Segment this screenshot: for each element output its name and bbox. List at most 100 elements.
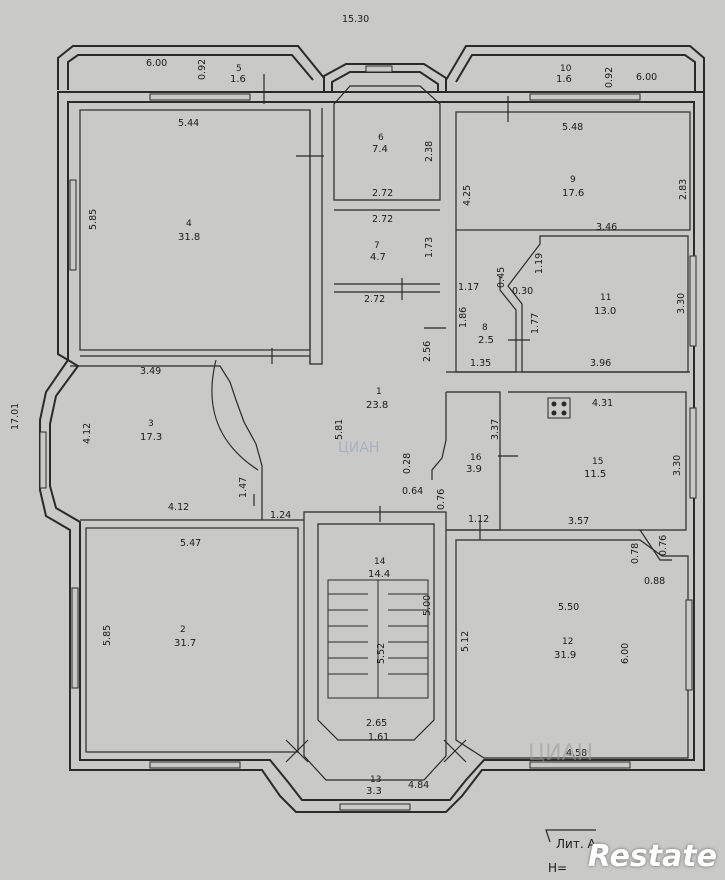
room-number: 13 [370, 775, 381, 785]
watermark-bottom: ЦИАН [528, 741, 593, 766]
restate-logo: Restate [587, 839, 717, 874]
dimension: 4.12 [82, 423, 93, 444]
room-number: 2 [180, 625, 186, 635]
dimension: 5.50 [558, 602, 579, 613]
dimension: 0.92 [604, 67, 615, 88]
watermark-center: ЦИАН [338, 440, 379, 456]
dimension: 2.38 [424, 141, 435, 162]
room-number: 6 [378, 133, 384, 143]
room-number: 11 [600, 293, 611, 303]
room-area: 3.3 [366, 786, 382, 797]
room-number: 8 [482, 323, 488, 333]
dimension: 0.45 [496, 267, 507, 288]
room-area: 14.4 [368, 569, 390, 580]
dimension: 3.49 [140, 366, 161, 377]
dimension: 0.92 [197, 59, 208, 80]
dimension: 4.84 [408, 780, 429, 791]
room-number: 10 [560, 64, 572, 74]
interior-walls [70, 85, 691, 781]
room-area: 2.5 [478, 335, 494, 346]
outer-walls [39, 45, 705, 813]
dimension: 5.47 [180, 538, 201, 549]
dimension: 1.73 [424, 237, 435, 258]
dimension: 1.86 [458, 307, 469, 328]
room-area: 1.6 [556, 74, 572, 85]
dimension: 0.88 [644, 576, 665, 587]
dimension: 3.30 [672, 455, 683, 476]
dimension: 5.52 [376, 643, 387, 664]
door-marks [253, 74, 530, 763]
dimension: 1.35 [470, 358, 491, 369]
dimension: 3.30 [676, 293, 687, 314]
dimension: 0.76 [658, 535, 669, 556]
room-number: 1 [376, 387, 382, 397]
room-area: 31.9 [554, 650, 576, 661]
room-area: 23.8 [366, 400, 388, 411]
dimension: 2.56 [422, 341, 433, 362]
room-area: 31.8 [178, 232, 200, 243]
stove-icon [547, 397, 571, 419]
dimension: 6.00 [146, 58, 167, 69]
dimension: 1.19 [534, 253, 545, 274]
dimension: 0.76 [436, 489, 447, 510]
dimension: 5.85 [102, 625, 113, 646]
room-number: 5 [236, 64, 242, 74]
room-number: 4 [186, 219, 192, 229]
dimension: 2.72 [372, 188, 393, 199]
dimension: 6.00 [636, 72, 657, 83]
room-labels: 5 1.6 10 1.6 4 31.8 6 7.4 7 4.7 9 17.6 8… [140, 64, 616, 797]
room-area: 13.0 [594, 306, 616, 317]
legend-underline [545, 829, 596, 843]
dimension: 0.64 [402, 486, 423, 497]
dimension: 2.72 [372, 214, 393, 225]
dimension: 6.00 [620, 643, 631, 664]
dimension: 4.25 [462, 185, 473, 206]
legend-lit: Лит. А [556, 837, 596, 851]
dimension: 5.44 [178, 118, 199, 129]
dimension: 4.12 [168, 502, 189, 513]
room-area: 11.5 [584, 469, 606, 480]
dimension: 0.30 [512, 286, 533, 297]
dimension: 2.83 [678, 179, 689, 200]
dimension: 2.72 [364, 294, 385, 305]
dimension: 1.17 [458, 282, 479, 293]
room-area: 17.6 [562, 188, 584, 199]
room-number: 14 [374, 557, 386, 567]
dimension: 5.00 [422, 595, 433, 616]
dimension: 1.77 [530, 313, 541, 334]
room-number: 7 [374, 241, 380, 251]
room-number: 12 [562, 637, 573, 647]
dimension: 5.81 [334, 419, 345, 440]
room-area: 17.3 [140, 432, 162, 443]
legend-h: H= [548, 861, 567, 875]
dimension: 3.96 [590, 358, 611, 369]
room-area: 1.6 [230, 74, 246, 85]
room-area: 31.7 [174, 638, 196, 649]
dimension: 5.12 [460, 631, 471, 652]
room-area: 4.7 [370, 252, 386, 263]
room-area: 3.9 [466, 464, 482, 475]
dimension: 5.48 [562, 122, 583, 133]
dimension: 1.24 [270, 510, 291, 521]
overall-height: 17.01 [10, 403, 21, 430]
dimension: 5.85 [88, 209, 99, 230]
overall-width: 15.30 [342, 14, 369, 25]
windows [39, 65, 697, 811]
dimension: 0.78 [630, 543, 641, 564]
room-number: 3 [148, 419, 154, 429]
staircase [327, 579, 429, 699]
dimension: 4.58 [566, 748, 587, 759]
dimension: 1.61 [368, 732, 389, 743]
dimension: 1.47 [238, 477, 249, 498]
dimension: 4.31 [592, 398, 613, 409]
room-area: 7.4 [372, 144, 388, 155]
dimension: 3.46 [596, 222, 617, 233]
dimension: 3.37 [490, 419, 501, 440]
dimension: 0.28 [402, 453, 413, 474]
dimension-labels: 6.00 0.92 6.00 0.92 5.44 2.38 5.48 2.72 … [82, 58, 689, 791]
room-number: 9 [570, 175, 576, 185]
room-number: 16 [470, 453, 482, 463]
room-number: 15 [592, 457, 603, 467]
